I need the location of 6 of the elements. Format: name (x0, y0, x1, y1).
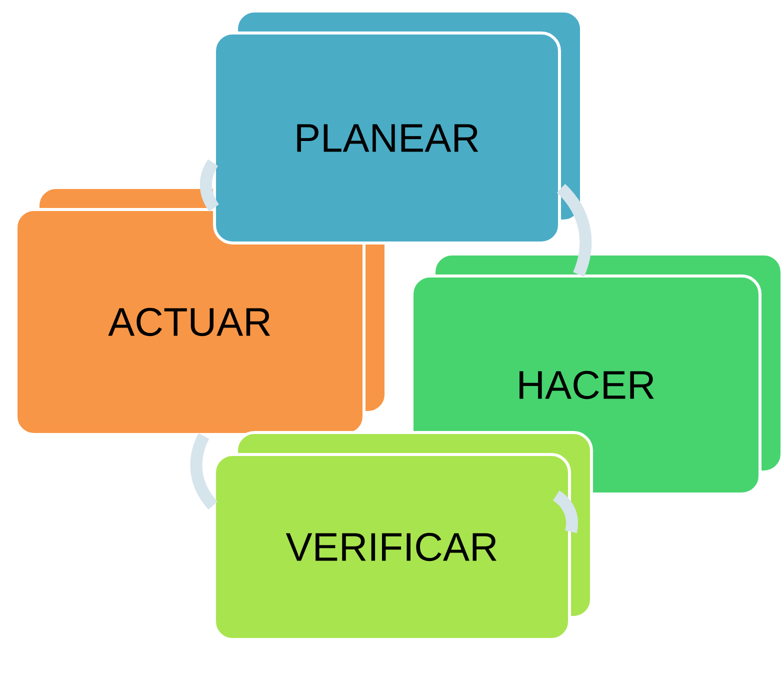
cycle-arc (190, 433, 218, 510)
process-box: VERIFICAR (213, 431, 593, 641)
process-box: PLANEAR (213, 10, 583, 244)
cycle-arc (552, 490, 578, 533)
process-box: ACTUAR (14, 186, 388, 436)
cycle-arc (556, 184, 592, 277)
